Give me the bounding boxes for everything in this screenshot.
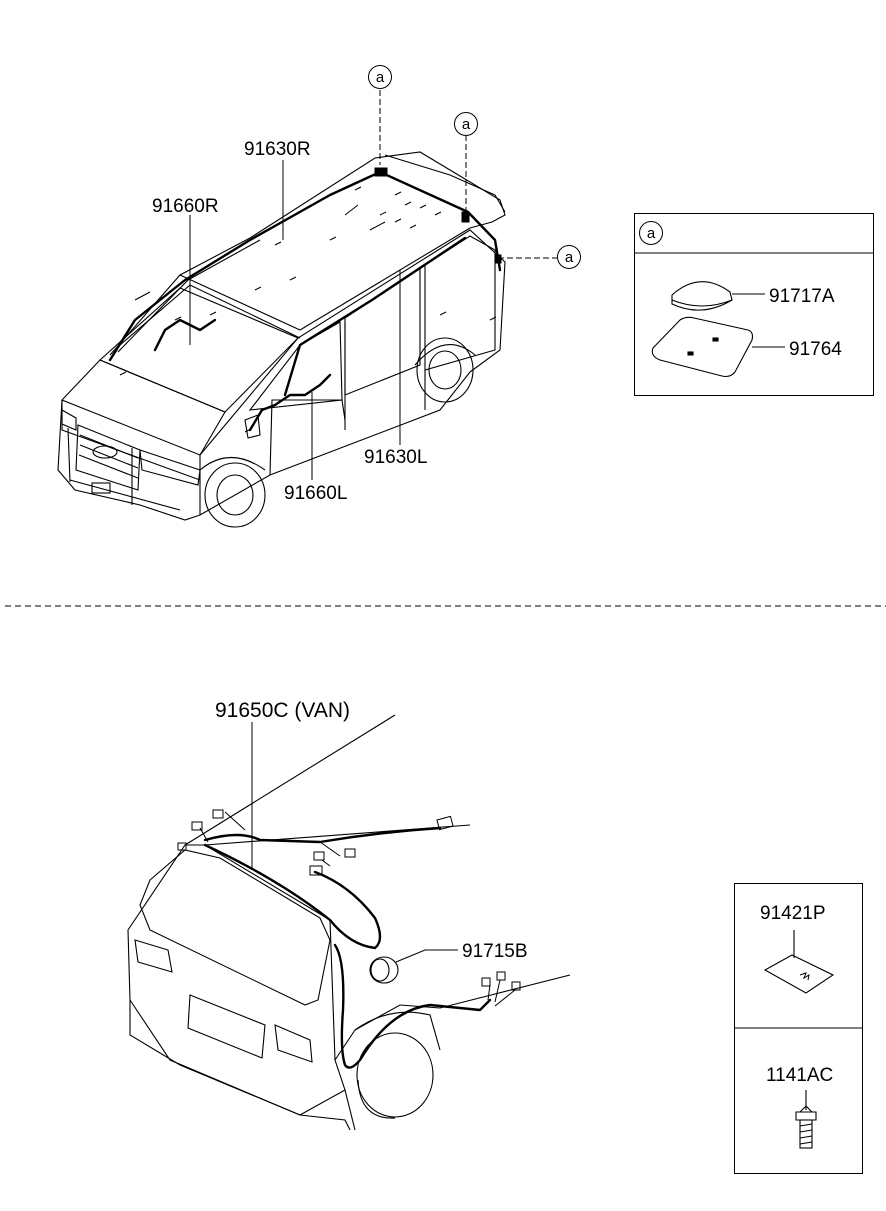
label-91630r: 91630R [244,139,311,160]
ref-marker-a-rear: a [454,112,478,136]
grommet-part [369,956,399,984]
detail-a-header: a [639,221,663,245]
ref-leaders [379,90,558,259]
detail-a-parts [634,252,873,378]
ref-marker-a-top: a [368,65,392,89]
label-91650c: 91650C (VAN) [215,699,351,722]
tailgate-harness [203,826,492,1069]
label-91660l: 91660L [284,483,348,504]
ref-marker-a-side: a [557,245,581,269]
label-91630l: 91630L [364,447,428,468]
tailgate-connectors [177,809,521,1007]
roof-connectors [119,167,502,433]
label-91660r: 91660R [152,196,219,217]
small-parts [735,930,862,1149]
label-1141ac: 1141AC [766,1065,834,1086]
lower-callout-leaders [251,722,458,963]
van-front-illustration [57,151,506,528]
label-91764: 91764 [789,339,842,360]
label-91715b: 91715B [462,941,528,962]
label-91421p: 91421P [760,903,826,924]
detail-a-box [634,213,874,396]
parts-box [734,883,863,1174]
roof-harness [108,170,502,432]
callout-leaders [189,160,401,480]
label-91717a: 91717A [769,286,835,307]
